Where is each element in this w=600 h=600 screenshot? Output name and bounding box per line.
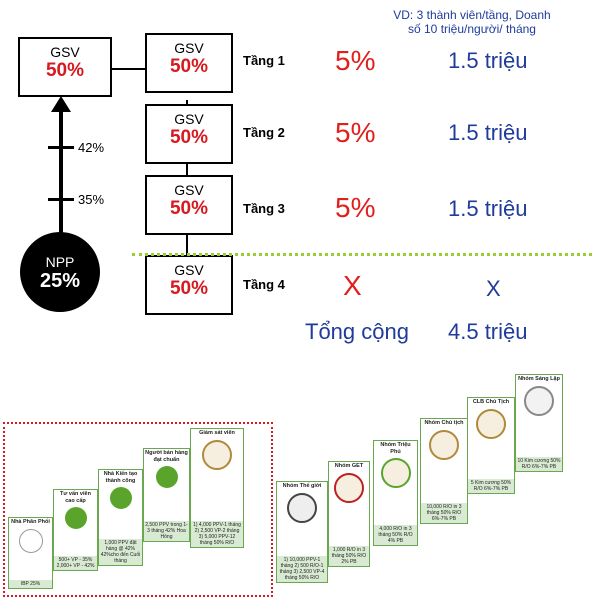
tier2-gsv-box: GSV 50% bbox=[145, 104, 233, 164]
presidents-team-badge-icon bbox=[429, 429, 459, 460]
tier4-amount: X bbox=[486, 276, 501, 301]
step-right-4-title: Nhóm Chủ tịch bbox=[424, 420, 464, 426]
tier1-label: Tầng 1 bbox=[243, 53, 285, 68]
tier-separator-dotted bbox=[132, 253, 592, 256]
ladder-arrowhead-icon bbox=[51, 96, 71, 112]
tier4-gsv-pct: 50% bbox=[169, 278, 209, 299]
total-label: Tổng cộng bbox=[305, 319, 409, 344]
founders-circle-badge-icon bbox=[524, 385, 554, 416]
tier1-pct: 5% bbox=[335, 45, 376, 76]
tier2-label: Tầng 2 bbox=[243, 125, 285, 140]
tier3-gsv-title: GSV bbox=[174, 182, 204, 198]
total-amount: 4.5 triệu bbox=[448, 319, 528, 344]
tier2-pct: 5% bbox=[335, 117, 376, 148]
left-gsv-pct: 50% bbox=[45, 60, 85, 81]
step-right-5-desc: 5 Kim cương 50% R/O 6%-7% PB bbox=[468, 479, 514, 493]
tier2-gsv-title: GSV bbox=[174, 111, 204, 127]
step-left-4-title: Người bán hàng đạt chuẩn bbox=[145, 450, 188, 463]
step-left-3-desc: 1,000 PPV đặt hàng @ 42% 42%cho đến Cuối… bbox=[99, 539, 142, 565]
step-right-2-title: Nhóm GET bbox=[334, 463, 364, 469]
tier1-gsv-pct: 50% bbox=[169, 56, 209, 77]
tier3-label: Tầng 3 bbox=[243, 201, 285, 216]
npp-circle: NPP 25% bbox=[20, 232, 100, 312]
left-gsv-title: GSV bbox=[50, 44, 80, 60]
herbalife-logo-icon bbox=[18, 528, 43, 553]
step-right-4: Nhóm Chủ tịch 10,000 R/O in 3 tháng 50% … bbox=[420, 418, 468, 524]
step-left-2: Tư vấn viên cao cấp 500+ VP - 35% 2,000+… bbox=[53, 489, 98, 571]
tier4-gsv-title: GSV bbox=[174, 262, 204, 278]
supervisor-badge-icon bbox=[202, 439, 232, 470]
ladder-arrow-line bbox=[59, 108, 63, 238]
step-left-1-desc: IBP 25% bbox=[9, 580, 52, 588]
step-right-1-title: Nhóm Thế giới bbox=[282, 483, 322, 489]
tier1-gsv-title: GSV bbox=[174, 40, 204, 56]
tier3-amount: 1.5 triệu bbox=[448, 196, 528, 221]
world-team-badge-icon bbox=[287, 492, 317, 523]
step-left-2-title: Tư vấn viên cao cấp bbox=[60, 491, 91, 504]
tier1-amount: 1.5 triệu bbox=[448, 48, 528, 73]
chairmans-club-badge-icon bbox=[476, 408, 506, 439]
left-gsv-box: GSV 50% bbox=[18, 37, 112, 97]
leaf-icon bbox=[64, 507, 87, 529]
ladder-label-35: 35% bbox=[78, 192, 105, 207]
step-left-4: Người bán hàng đạt chuẩn 2,500 PPV trong… bbox=[143, 448, 190, 542]
step-right-6-title: Nhóm Sáng Lập bbox=[518, 376, 560, 382]
tier4-gsv-box: GSV 50% bbox=[145, 255, 233, 315]
step-right-3-desc: 4,000 R/O in 3 tháng 50% R/O 4% PB bbox=[374, 525, 417, 545]
step-left-3-title: Nhà Kiến tạo thành công bbox=[103, 471, 138, 484]
ladder-tick-42 bbox=[48, 146, 74, 149]
step-right-1: Nhóm Thế giới 1) 10,000 PPV-1 tháng 2) 5… bbox=[276, 481, 328, 583]
step-right-2: Nhóm GET 1,000 R/O in 3 tháng 50% R/O 2%… bbox=[328, 461, 370, 567]
leaf-icon bbox=[109, 487, 132, 509]
example-note: VD: 3 thành viên/tầng, Doanh số 10 triệu… bbox=[372, 8, 572, 36]
get-team-badge-icon bbox=[334, 472, 364, 503]
step-right-1-desc: 1) 10,000 PPV-1 tháng 2) 500 R/O-1 tháng… bbox=[277, 556, 327, 582]
note-line-1: VD: 3 thành viên/tầng, Doanh bbox=[393, 8, 551, 22]
npp-title: NPP bbox=[45, 254, 75, 270]
millionaire-team-badge-icon bbox=[380, 458, 411, 488]
step-right-6-desc: 10 Kim cương 50% R/O 6%-7% PB bbox=[516, 457, 562, 471]
step-right-4-desc: 10,000 R/O in 3 tháng 50% R/O 6%-7% PB bbox=[421, 503, 467, 523]
step-right-2-desc: 1,000 R/O in 3 tháng 50% R/O 2% PB bbox=[329, 546, 369, 566]
step-left-5-desc: 1) 4,000 PPV-1 tháng 2) 2,500 VP-2 tháng… bbox=[191, 521, 243, 547]
leaf-icon bbox=[155, 466, 178, 488]
step-right-3: Nhóm Triệu Phú 4,000 R/O in 3 tháng 50% … bbox=[373, 440, 418, 546]
tier3-pct: 5% bbox=[335, 192, 376, 223]
step-left-2-desc: 500+ VP - 35% 2,000+ VP - 42% bbox=[54, 556, 97, 570]
step-left-1: Nhà Phân Phối IBP 25% bbox=[8, 517, 53, 589]
step-right-5: CLB Chủ Tịch 5 Kim cương 50% R/O 6%-7% P… bbox=[467, 397, 515, 494]
step-right-6: Nhóm Sáng Lập 10 Kim cương 50% R/O 6%-7%… bbox=[515, 374, 563, 472]
tier1-gsv-box: GSV 50% bbox=[145, 33, 233, 93]
tier2-amount: 1.5 triệu bbox=[448, 120, 528, 145]
step-right-5-title: CLB Chủ Tịch bbox=[472, 399, 510, 405]
step-left-1-title: Nhà Phân Phối bbox=[11, 519, 50, 525]
step-right-3-title: Nhóm Triệu Phú bbox=[380, 442, 411, 455]
step-left-5-title: Giám sát viên bbox=[199, 430, 235, 436]
step-left-3: Nhà Kiến tạo thành công 1,000 PPV đặt hà… bbox=[98, 469, 143, 566]
connector-left-gsv-to-tier1 bbox=[110, 68, 148, 70]
ladder-tick-35 bbox=[48, 198, 74, 201]
tier3-gsv-box: GSV 50% bbox=[145, 175, 233, 235]
ladder-label-42: 42% bbox=[78, 140, 105, 155]
note-line-2: số 10 triệu/người/ tháng bbox=[408, 22, 536, 36]
career-path-left-frame bbox=[3, 422, 273, 597]
tier4-label: Tầng 4 bbox=[243, 277, 285, 292]
npp-pct: 25% bbox=[39, 270, 81, 292]
tier4-pct: X bbox=[343, 270, 362, 301]
tier2-gsv-pct: 50% bbox=[169, 127, 209, 148]
step-left-5: Giám sát viên 1) 4,000 PPV-1 tháng 2) 2,… bbox=[190, 428, 244, 548]
step-left-4-desc: 2,500 PPV trong 1-3 tháng 42% Hoa Hồng bbox=[144, 521, 189, 541]
tier3-gsv-pct: 50% bbox=[169, 198, 209, 219]
